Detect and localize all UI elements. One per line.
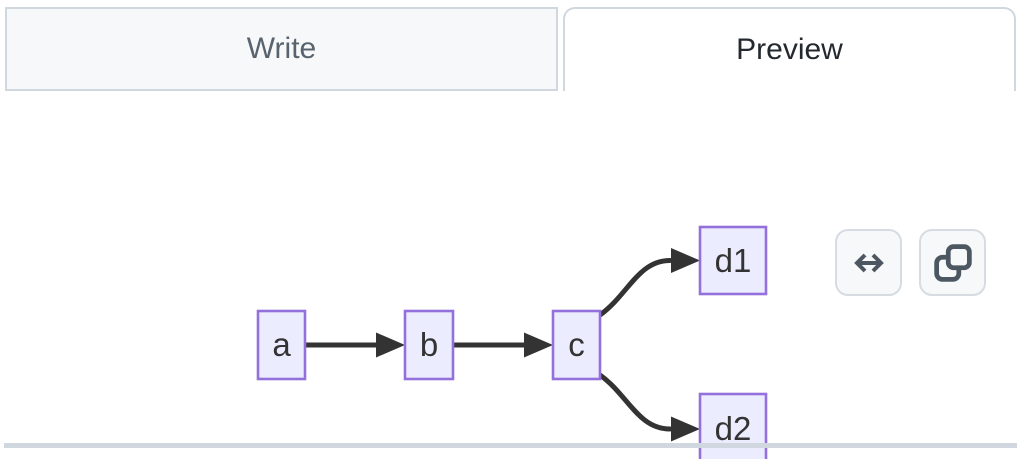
preview-panel: a b c d1 d2 (0, 91, 1024, 459)
tab-write[interactable]: Write (5, 7, 558, 91)
node-a (256, 309, 307, 381)
edge-c-d1 (597, 258, 673, 318)
node-d2-label: d2 (715, 410, 752, 447)
diagram-controls (835, 229, 986, 296)
arrowhead-b-c (524, 332, 553, 358)
copy-icon (933, 243, 972, 282)
expand-diagram-button[interactable] (835, 229, 902, 296)
tab-preview[interactable]: Preview (563, 7, 1016, 91)
node-c-label: c (568, 326, 585, 363)
node-c (551, 309, 602, 381)
bottom-divider (4, 443, 1017, 448)
node-d1-label: d1 (715, 242, 752, 279)
horizontal-arrows-icon (853, 253, 884, 272)
arrowhead-c-d2 (671, 416, 700, 442)
copy-diagram-button[interactable] (919, 229, 986, 296)
node-d2 (698, 392, 768, 459)
node-d1 (698, 225, 768, 296)
arrowhead-c-d1 (671, 248, 700, 273)
node-b (403, 309, 455, 381)
mermaid-flowchart: a b c d1 d2 (256, 225, 768, 459)
node-a-label: a (272, 326, 291, 363)
arrowhead-a-b (376, 332, 405, 358)
node-b-label: b (420, 326, 438, 363)
edge-c-d2 (597, 372, 673, 432)
